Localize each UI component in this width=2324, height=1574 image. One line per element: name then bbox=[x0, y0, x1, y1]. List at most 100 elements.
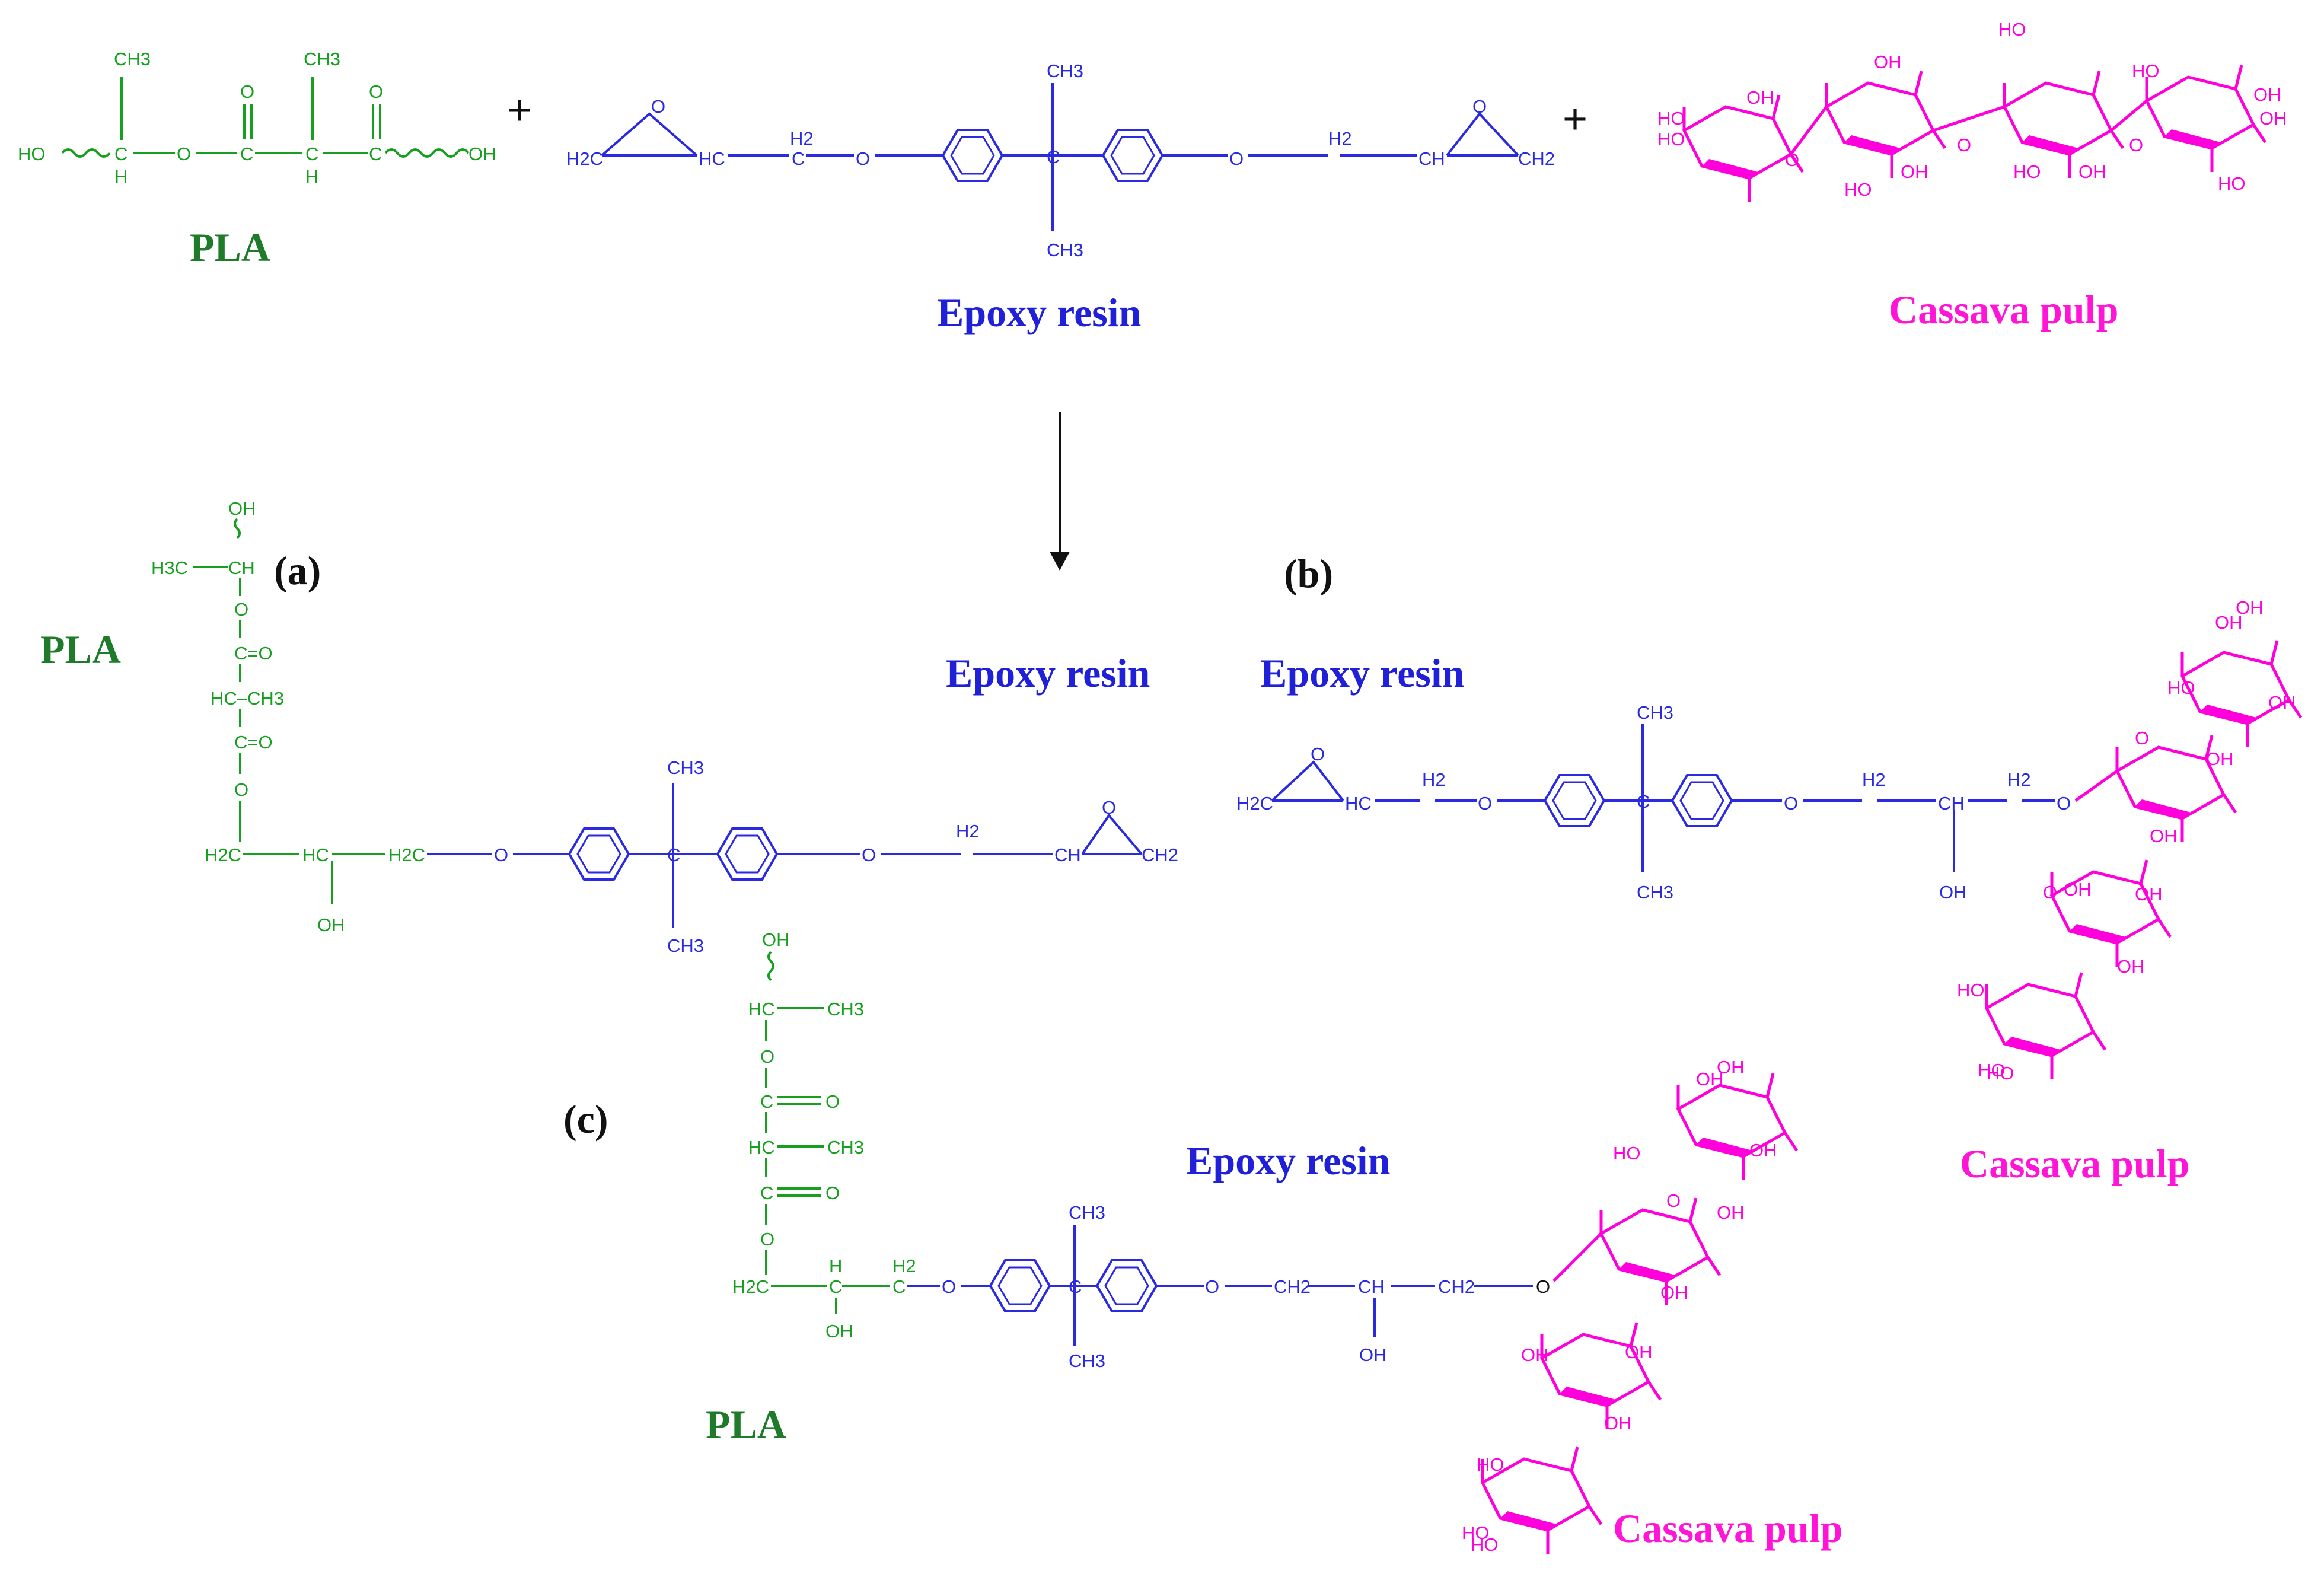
c-cas-oh-4: OH bbox=[1717, 1202, 1745, 1223]
a-epoxide-ring bbox=[1081, 813, 1143, 855]
epoxy-quaternary-bonds bbox=[1002, 83, 1103, 231]
a-hc: HC bbox=[302, 845, 329, 865]
b-epoxide-ring bbox=[1271, 760, 1344, 802]
c-cas-oh-2: OH bbox=[1717, 1057, 1745, 1078]
b-o-1: O bbox=[1478, 793, 1492, 814]
a-ch: CH bbox=[1054, 845, 1081, 865]
a-o-3: O bbox=[494, 845, 508, 865]
panel-c-label: (c) bbox=[563, 1097, 608, 1142]
b-cas-oh-6: OH bbox=[2064, 879, 2092, 900]
a-ch2: CH2 bbox=[1142, 845, 1178, 865]
c-o-6: O bbox=[1205, 1276, 1219, 1297]
cas-ho-1: HO bbox=[1657, 108, 1685, 129]
pla-carbonyl2-c: C bbox=[369, 144, 382, 164]
cas-oh-5: OH bbox=[2253, 84, 2281, 105]
a-oh-top: OH bbox=[228, 498, 256, 519]
benzene-ring-1 bbox=[942, 129, 1003, 182]
epoxy-quat-c: C bbox=[1047, 146, 1060, 167]
c-ch3-1: CH3 bbox=[827, 999, 864, 1019]
pla-h2-atom: H bbox=[305, 166, 318, 187]
c-cas-ho-3: HO bbox=[1462, 1522, 1490, 1543]
b-sugar-ring-3 bbox=[2052, 860, 2170, 967]
cas-oh-4: OH bbox=[2078, 161, 2106, 182]
reaction-arrow bbox=[1050, 412, 1070, 571]
cas-ho-7: HO bbox=[2218, 173, 2246, 194]
cas-ho-4: HO bbox=[1998, 19, 2026, 40]
c-o-2: O bbox=[825, 1091, 840, 1112]
b-cas-ho-2: HO bbox=[1957, 980, 1985, 1001]
c-o-5: O bbox=[942, 1276, 956, 1297]
cas-oh-3: OH bbox=[1901, 161, 1928, 182]
b-benzene-2 bbox=[1671, 774, 1733, 827]
cas-oh-1: OH bbox=[1746, 87, 1774, 108]
c-cas-oh-7: OH bbox=[1625, 1342, 1653, 1362]
glucose-ring-4 bbox=[2147, 65, 2265, 172]
epoxy-o-atom: O bbox=[856, 148, 870, 169]
b-epoxide-o: O bbox=[1311, 744, 1325, 764]
c-hc-1: HC bbox=[748, 999, 775, 1019]
c-quat-c: C bbox=[1069, 1276, 1082, 1297]
a-epoxide-o: O bbox=[1102, 797, 1116, 818]
epoxy-label-b: Epoxy resin bbox=[1260, 651, 1464, 696]
pla-carbonyl-o: O bbox=[240, 81, 254, 102]
b-quat-c: C bbox=[1637, 791, 1650, 812]
pla-ch3-atom: CH3 bbox=[114, 49, 151, 69]
c-cas-ho-1: HO bbox=[1613, 1143, 1641, 1164]
b-cas-o-1: O bbox=[2135, 728, 2149, 748]
b-cas-oh-2: OH bbox=[2236, 597, 2264, 618]
b-cas-ho-1: HO bbox=[2167, 677, 2195, 698]
c-h: H bbox=[829, 1256, 842, 1276]
a-bond-h2 bbox=[331, 853, 385, 904]
benzene-ring-2 bbox=[1102, 129, 1163, 182]
panel-a-label: (a) bbox=[274, 548, 321, 593]
b-cas-o-2: O bbox=[2043, 882, 2057, 903]
epoxide-o-right: O bbox=[1472, 96, 1487, 117]
pla-label-a: PLA bbox=[40, 627, 121, 672]
epoxy-reactant-structure: H2C O HC H2 C O C CH3 CH3 O H2 CH O CH2 bbox=[566, 60, 1555, 260]
a-h2c-1: H2C bbox=[205, 845, 241, 865]
c-benzene-2 bbox=[1096, 1259, 1158, 1312]
c-o-3: O bbox=[825, 1183, 840, 1203]
b-link-to-sugar bbox=[2074, 769, 2118, 802]
a-ch3-top: CH3 bbox=[667, 757, 704, 778]
epoxy-o-atom-2: O bbox=[1229, 148, 1244, 169]
c-ch3-bottom: CH3 bbox=[1069, 1350, 1105, 1371]
c-h2: H2 bbox=[892, 1256, 916, 1276]
product-a-structure: OH H3C CH O C=O HC–CH3 C=O O H2C HC OH H… bbox=[151, 498, 1178, 956]
a-ch3-bottom: CH3 bbox=[667, 935, 704, 956]
b-h2-2: H2 bbox=[1862, 769, 1886, 790]
a-h2c-2: H2C bbox=[388, 845, 425, 865]
epoxy-label-top: Epoxy resin bbox=[937, 290, 1141, 335]
b-h2c: H2C bbox=[1236, 793, 1273, 814]
b-cas-oh-7: OH bbox=[2135, 884, 2163, 904]
c-carbonyl-1 bbox=[777, 1096, 821, 1105]
cas-ho-5: HO bbox=[2013, 161, 2041, 182]
c-ch2-1: CH2 bbox=[1274, 1276, 1311, 1297]
epoxy-c-atom: C bbox=[792, 148, 805, 169]
b-cas-oh-5: OH bbox=[2150, 826, 2178, 846]
pla-ch3-2-atom: CH3 bbox=[304, 49, 340, 69]
a-quat-bonds bbox=[629, 783, 718, 928]
c-oh-bottom: OH bbox=[825, 1321, 853, 1342]
c-ch2-2: CH2 bbox=[1438, 1276, 1475, 1297]
b-h2-1: H2 bbox=[1422, 769, 1446, 790]
c-c-3: C bbox=[829, 1276, 842, 1297]
c-o-4: O bbox=[760, 1229, 774, 1250]
a-h3c: H3C bbox=[151, 557, 188, 578]
cas-o-2: O bbox=[1957, 135, 1971, 155]
pla-label-c: PLA bbox=[706, 1402, 786, 1447]
pla-carbonyl-double-bond bbox=[243, 104, 253, 139]
glycosidic-links bbox=[1790, 100, 2148, 155]
a-o-1: O bbox=[234, 599, 248, 620]
b-oh: OH bbox=[1939, 882, 1967, 903]
b-cas-oh-3: OH bbox=[2268, 692, 2296, 713]
b-hc: HC bbox=[1345, 793, 1372, 814]
pla-reactant-structure: HO C H CH3 O C O C H CH3 C O OH bbox=[18, 49, 496, 187]
product-c-structure: OH HC CH3 O C O HC CH3 C O O H2C H C OH … bbox=[732, 929, 1797, 1555]
epoxy-label-a: Epoxy resin bbox=[946, 651, 1150, 696]
cassava-label-b: Cassava pulp bbox=[1960, 1141, 2189, 1186]
epoxy-ch-atom: CH bbox=[1418, 148, 1445, 169]
epoxy-hc-atom: HC bbox=[699, 148, 725, 169]
a-ch: CH bbox=[228, 557, 255, 578]
